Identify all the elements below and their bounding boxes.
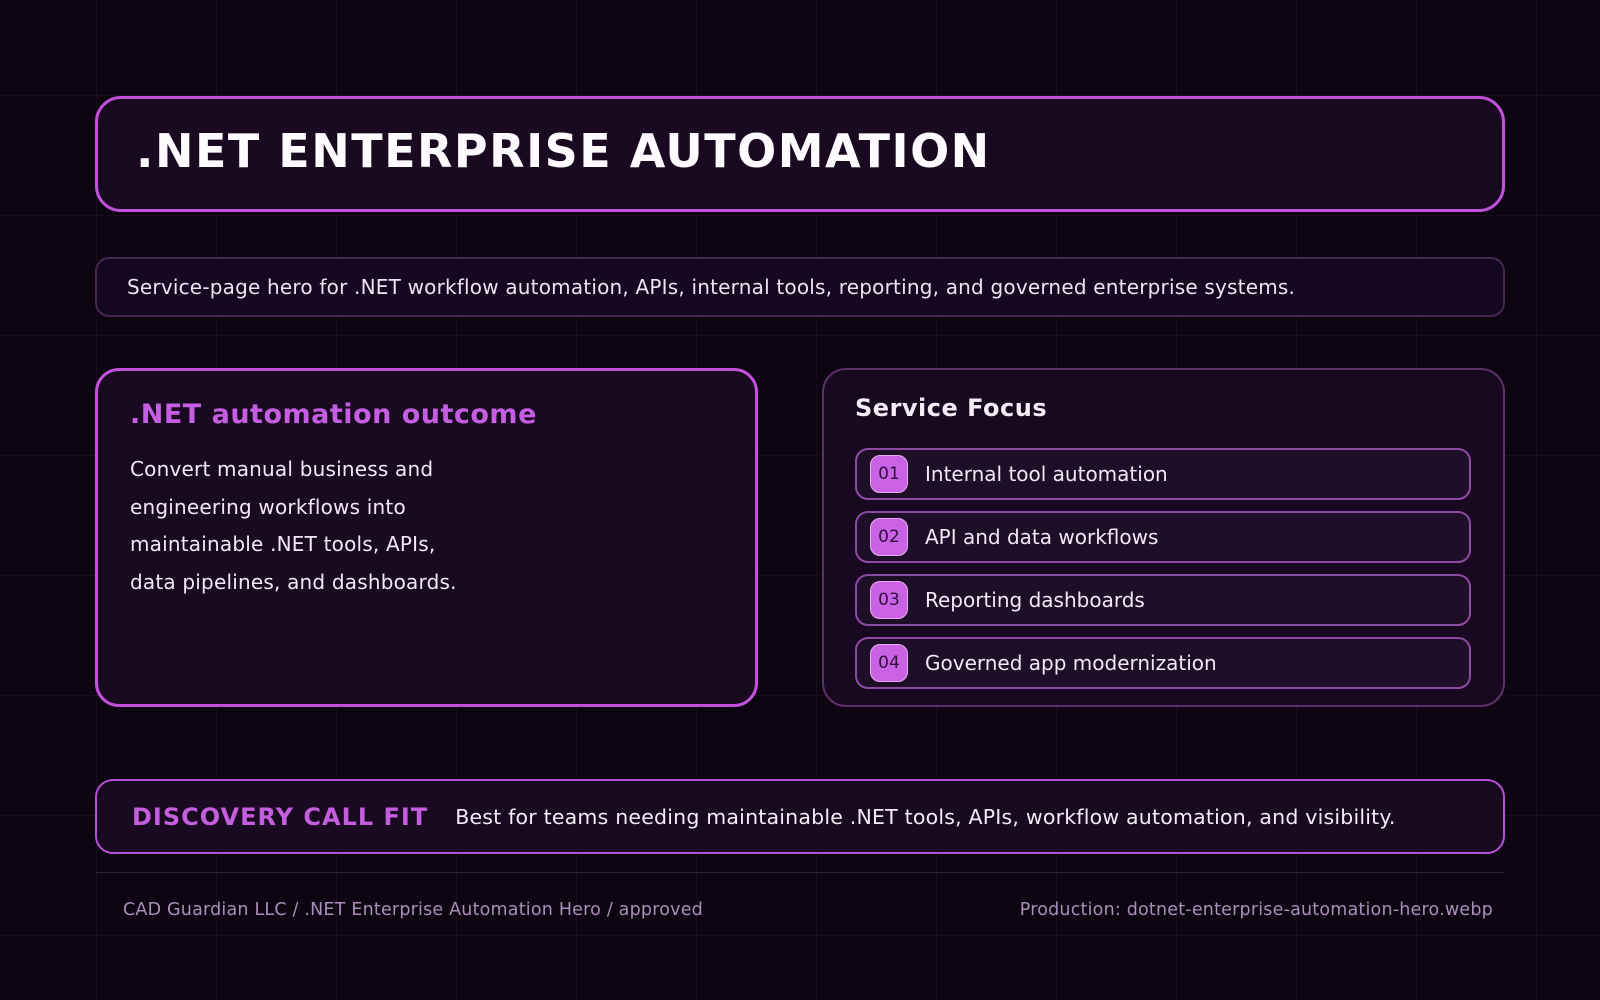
footer: CAD Guardian LLC / .NET Enterprise Autom… [123,900,1493,920]
service-item-label: Reporting dashboards [925,588,1145,612]
outcome-body: Convert manual business and engineering … [130,451,721,601]
service-item-reporting-dashboards[interactable]: 03 Reporting dashboards [855,574,1471,626]
discovery-kicker: DISCOVERY CALL FIT [132,802,429,831]
service-item-governed-app-modernization[interactable]: 04 Governed app modernization [855,637,1471,689]
page-title: .NET ENTERPRISE AUTOMATION [136,124,991,178]
footer-production-filename: Production: dotnet-enterprise-automation… [1019,900,1493,920]
item-number-badge: 02 [870,518,908,556]
outcome-line: data pipelines, and dashboards. [130,569,457,594]
service-item-label: Governed app modernization [925,651,1217,675]
footer-attribution: CAD Guardian LLC / .NET Enterprise Autom… [123,900,703,920]
footer-divider [95,872,1505,873]
service-item-label: Internal tool automation [925,462,1168,486]
item-number-badge: 04 [870,644,908,682]
service-focus-list: 01 Internal tool automation 02 API and d… [855,448,1471,689]
subtitle-text: Service-page hero for .NET workflow auto… [127,275,1296,299]
item-number-badge: 03 [870,581,908,619]
outcome-line: Convert manual business and [130,457,434,481]
discovery-call-banner: DISCOVERY CALL FIT Best for teams needin… [95,779,1505,854]
title-banner: .NET ENTERPRISE AUTOMATION [95,96,1505,212]
service-focus-card: Service Focus 01 Internal tool automatio… [822,368,1505,707]
outcome-line: engineering workflows into [130,494,406,519]
item-number-badge: 01 [870,455,908,493]
subtitle-strip: Service-page hero for .NET workflow auto… [95,257,1505,317]
outcome-card: .NET automation outcome Convert manual b… [95,368,758,707]
discovery-text: Best for teams needing maintainable .NET… [455,804,1396,829]
outcome-heading: .NET automation outcome [130,399,537,430]
service-item-internal-tool-automation[interactable]: 01 Internal tool automation [855,448,1471,500]
service-item-api-data-workflows[interactable]: 02 API and data workflows [855,511,1471,563]
service-item-label: API and data workflows [925,525,1159,549]
service-focus-heading: Service Focus [855,394,1048,422]
outcome-line: maintainable .NET tools, APIs, [130,532,436,556]
